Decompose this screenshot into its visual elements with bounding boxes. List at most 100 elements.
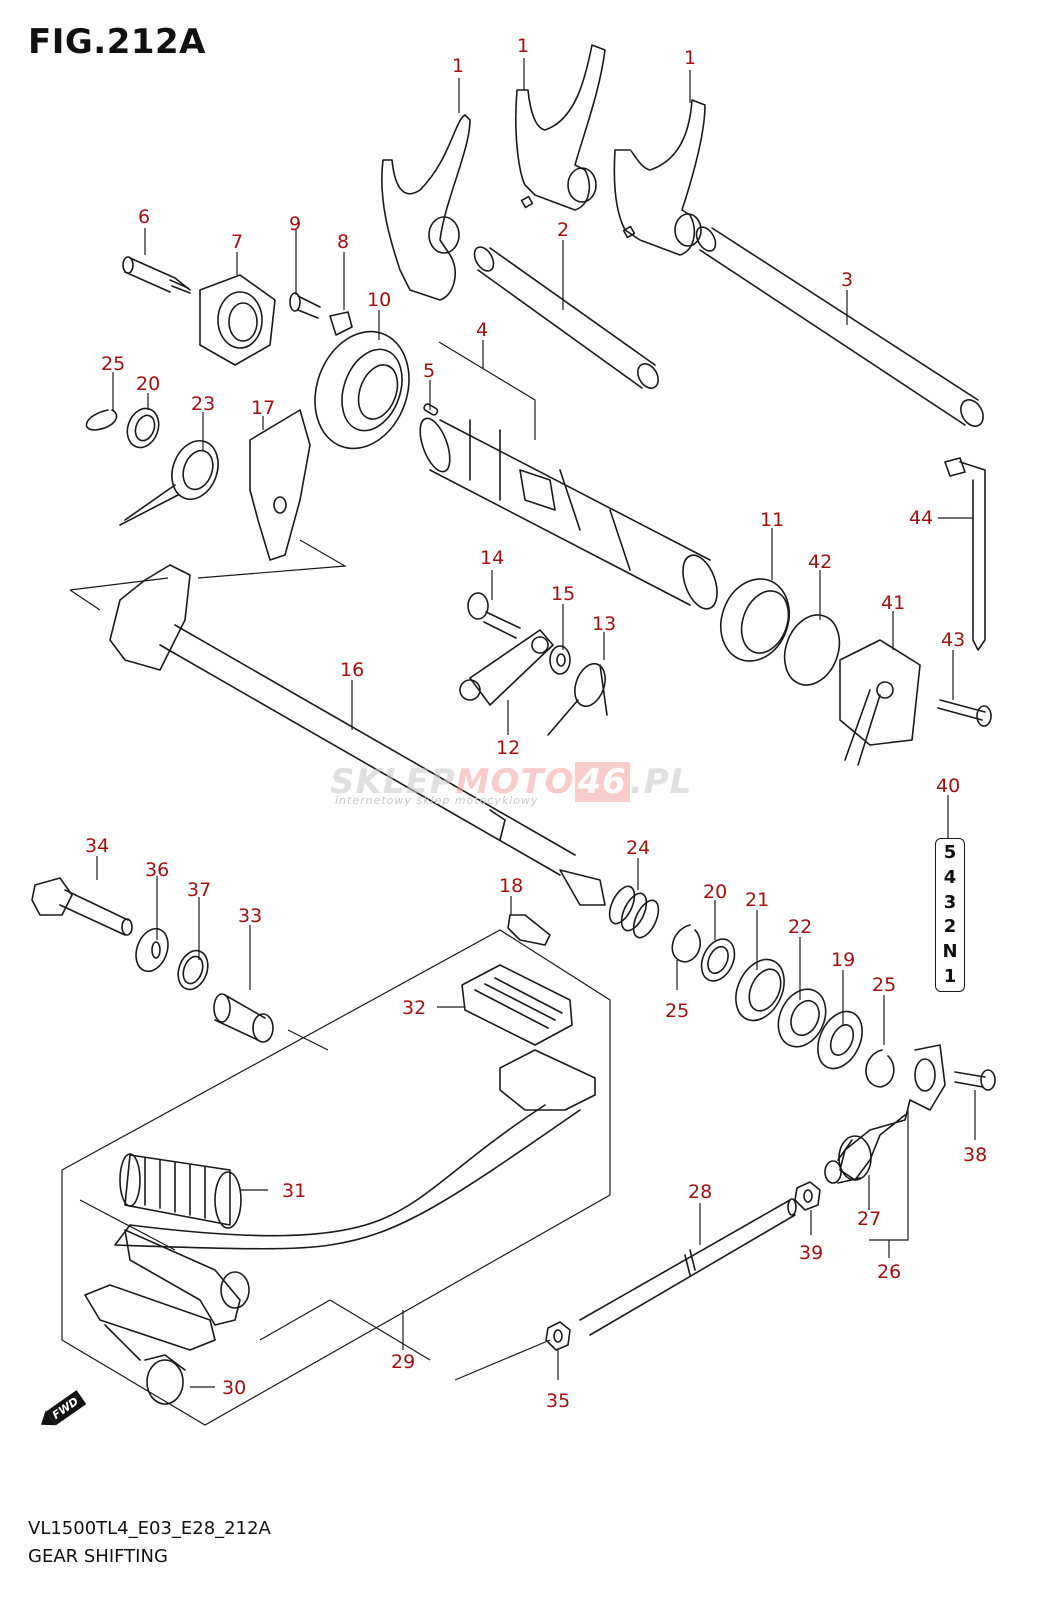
- wave-washer[interactable]: [173, 946, 213, 993]
- callout-25[interactable]: 25: [665, 1000, 689, 1022]
- bearing-right[interactable]: [710, 569, 801, 671]
- callout-21[interactable]: 21: [745, 889, 769, 911]
- shift-fork-left[interactable]: [381, 114, 471, 301]
- washer-20-bottom[interactable]: [695, 934, 741, 987]
- callout-1[interactable]: 1: [684, 47, 696, 69]
- gear-position-switch[interactable]: [839, 639, 921, 766]
- lever-joint[interactable]: [104, 1324, 186, 1405]
- callout-25[interactable]: 25: [872, 974, 896, 996]
- callout-41[interactable]: 41: [881, 592, 905, 614]
- callout-20[interactable]: 20: [136, 373, 160, 395]
- callout-28[interactable]: 28: [688, 1181, 712, 1203]
- shift-pad[interactable]: [461, 964, 573, 1046]
- callout-16[interactable]: 16: [340, 659, 364, 681]
- oil-seal[interactable]: [769, 982, 834, 1055]
- needle-bearing[interactable]: [727, 952, 794, 1029]
- callout-27[interactable]: 27: [857, 1208, 881, 1230]
- callout-7[interactable]: 7: [231, 231, 243, 253]
- circlip-right[interactable]: [865, 1049, 895, 1088]
- callout-33[interactable]: 33: [238, 905, 262, 927]
- callout-42[interactable]: 42: [808, 551, 832, 573]
- callout-1[interactable]: 1: [452, 55, 464, 77]
- gearshift-shaft[interactable]: [109, 564, 606, 906]
- stopper-arm[interactable]: [459, 629, 554, 706]
- callout-40[interactable]: 40: [936, 775, 960, 797]
- stopper-spring[interactable]: [547, 660, 611, 736]
- shift-arm-assy[interactable]: [839, 1044, 946, 1181]
- callout-9[interactable]: 9: [289, 213, 301, 235]
- spacer[interactable]: [213, 993, 274, 1043]
- callout-2[interactable]: 2: [557, 219, 569, 241]
- fork-shaft-short[interactable]: [471, 244, 663, 392]
- callout-26[interactable]: 26: [877, 1261, 901, 1283]
- callout-37[interactable]: 37: [187, 879, 211, 901]
- callout-22[interactable]: 22: [788, 916, 812, 938]
- stud-bolt[interactable]: [507, 914, 551, 946]
- washer-36[interactable]: [130, 924, 173, 976]
- switch-bolt[interactable]: [937, 699, 992, 727]
- callout-31[interactable]: 31: [282, 1180, 306, 1202]
- screw[interactable]: [289, 292, 321, 319]
- shift-lever[interactable]: [84, 1049, 596, 1351]
- circlip-mid[interactable]: [671, 924, 701, 963]
- callout-11[interactable]: 11: [760, 509, 784, 531]
- washer-plate[interactable]: [329, 311, 353, 336]
- callout-6[interactable]: 6: [138, 206, 150, 228]
- callout-43[interactable]: 43: [941, 629, 965, 651]
- cam-stopper-plate[interactable]: [199, 274, 276, 366]
- cam-leader-bracket: [438, 340, 536, 440]
- callout-35[interactable]: 35: [546, 1390, 570, 1412]
- callout-19[interactable]: 19: [831, 949, 855, 971]
- washer-19[interactable]: [809, 1004, 871, 1075]
- nut-35[interactable]: [545, 1321, 571, 1351]
- rubber-peg[interactable]: [119, 1153, 242, 1229]
- callout-5[interactable]: 5: [423, 360, 435, 382]
- o-ring[interactable]: [775, 607, 848, 692]
- watermark-text: 46: [574, 762, 630, 802]
- callout-36[interactable]: 36: [145, 859, 169, 881]
- callout-8[interactable]: 8: [337, 231, 349, 253]
- shift-fork-center[interactable]: [515, 44, 606, 211]
- callout-34[interactable]: 34: [85, 835, 109, 857]
- callout-39[interactable]: 39: [799, 1242, 823, 1264]
- callout-30[interactable]: 30: [222, 1377, 246, 1399]
- callout-25[interactable]: 25: [101, 353, 125, 375]
- callout-38[interactable]: 38: [963, 1144, 987, 1166]
- pin[interactable]: [423, 403, 439, 416]
- callout-3[interactable]: 3: [841, 269, 853, 291]
- callout-20[interactable]: 20: [703, 881, 727, 903]
- gear-position-indicator[interactable]: 5 4 3 2 N 1: [935, 838, 965, 992]
- callout-29[interactable]: 29: [391, 1351, 415, 1373]
- joint-end[interactable]: [824, 1135, 872, 1184]
- arm-bolt[interactable]: [954, 1069, 996, 1091]
- stopper-bolt[interactable]: [122, 256, 191, 294]
- lead-wire[interactable]: [944, 457, 986, 651]
- callout-44[interactable]: 44: [909, 507, 933, 529]
- callout-17[interactable]: 17: [251, 397, 275, 419]
- callout-4[interactable]: 4: [476, 319, 488, 341]
- pivot-bolt[interactable]: [31, 877, 133, 936]
- washer-small[interactable]: [549, 645, 571, 675]
- callout-14[interactable]: 14: [480, 547, 504, 569]
- return-spring[interactable]: [119, 434, 226, 526]
- callout-1[interactable]: 1: [517, 35, 529, 57]
- nut-39[interactable]: [794, 1181, 821, 1211]
- fork-shaft-long[interactable]: [693, 224, 988, 430]
- shift-fork-right[interactable]: [613, 99, 706, 256]
- circlip-top[interactable]: [85, 409, 118, 431]
- spring[interactable]: [604, 883, 663, 942]
- callout-12[interactable]: 12: [496, 737, 520, 759]
- washer-20-top[interactable]: [122, 404, 164, 452]
- callout-32[interactable]: 32: [402, 997, 426, 1019]
- gearshift-cam[interactable]: [414, 415, 724, 614]
- shift-rod[interactable]: [579, 1198, 797, 1336]
- callout-13[interactable]: 13: [592, 613, 616, 635]
- callout-18[interactable]: 18: [499, 875, 523, 897]
- callout-15[interactable]: 15: [551, 583, 575, 605]
- callout-23[interactable]: 23: [191, 393, 215, 415]
- pawl-plate[interactable]: [249, 409, 311, 561]
- callout-24[interactable]: 24: [626, 837, 650, 859]
- stopper-bolt-2[interactable]: [467, 592, 521, 639]
- bearing-left[interactable]: [299, 318, 425, 462]
- callout-10[interactable]: 10: [367, 289, 391, 311]
